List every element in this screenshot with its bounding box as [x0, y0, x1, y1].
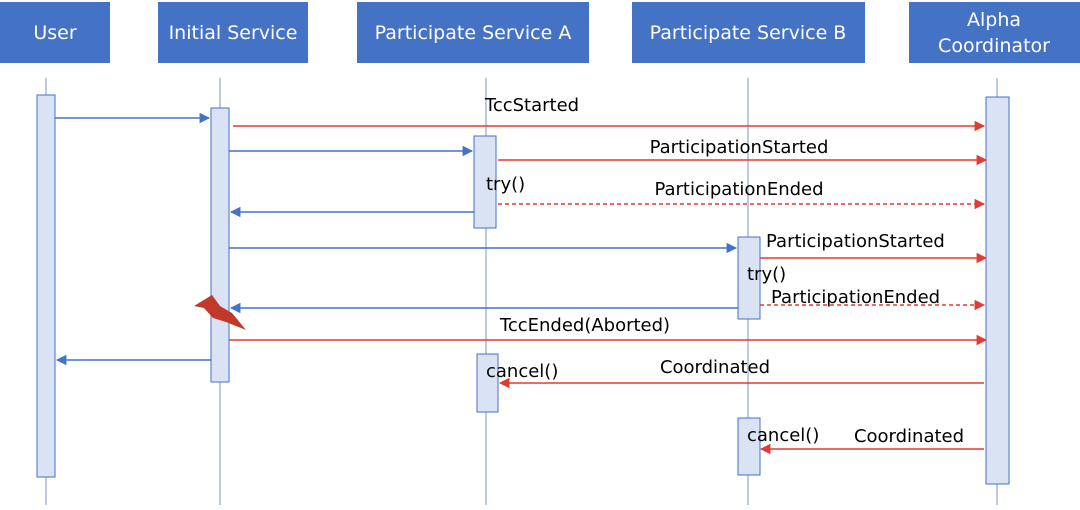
actor-label-line-1: Alpha [967, 9, 1021, 31]
actor-label: Participate Service B [650, 22, 847, 44]
message-label-try-b: try() [747, 264, 786, 285]
actor-initial-service: Initial Service [158, 2, 308, 63]
actor-alpha-coordinator: Alpha Coordinator [909, 2, 1080, 63]
message-label-cancel-b: cancel() [747, 425, 819, 446]
lightning-bolt-icon [194, 295, 246, 330]
message-label-participation-started-b: ParticipationStarted [766, 231, 945, 252]
activation-service-a-cancel [476, 353, 499, 413]
activation-service-b-try [737, 236, 761, 320]
actor-service-a: Participate Service A [357, 2, 589, 63]
activation-alpha-coordinator [985, 96, 1010, 485]
message-labels: TccStarted ParticipationStarted try() Pa… [484, 95, 964, 447]
actor-label-line-2: Coordinator [938, 35, 1050, 57]
message-label-coordinated-a: Coordinated [660, 357, 770, 378]
actor-label: User [33, 22, 76, 44]
message-label-participation-started-a: ParticipationStarted [650, 137, 829, 158]
message-label-coordinated-b: Coordinated [854, 426, 964, 447]
message-label-participation-ended-a: ParticipationEnded [654, 179, 823, 200]
actor-label: Initial Service [169, 22, 298, 44]
message-label-tcc-ended: TccEnded(Aborted) [499, 315, 670, 336]
message-label-cancel-a: cancel() [486, 361, 558, 382]
message-label-try-a: try() [486, 174, 525, 195]
actor-headers: User Initial Service Participate Service… [0, 2, 1080, 63]
event-arrows [229, 120, 988, 455]
actor-service-b: Participate Service B [632, 2, 865, 63]
activation-user [36, 94, 56, 478]
message-label-participation-ended-b: ParticipationEnded [771, 287, 940, 308]
actor-user: User [0, 2, 110, 63]
actor-label: Participate Service A [375, 22, 572, 44]
activation-service-a-try [473, 135, 497, 229]
activation-initial-service [210, 107, 230, 383]
call-arrows [55, 112, 738, 366]
message-label-tcc-started: TccStarted [484, 95, 579, 116]
